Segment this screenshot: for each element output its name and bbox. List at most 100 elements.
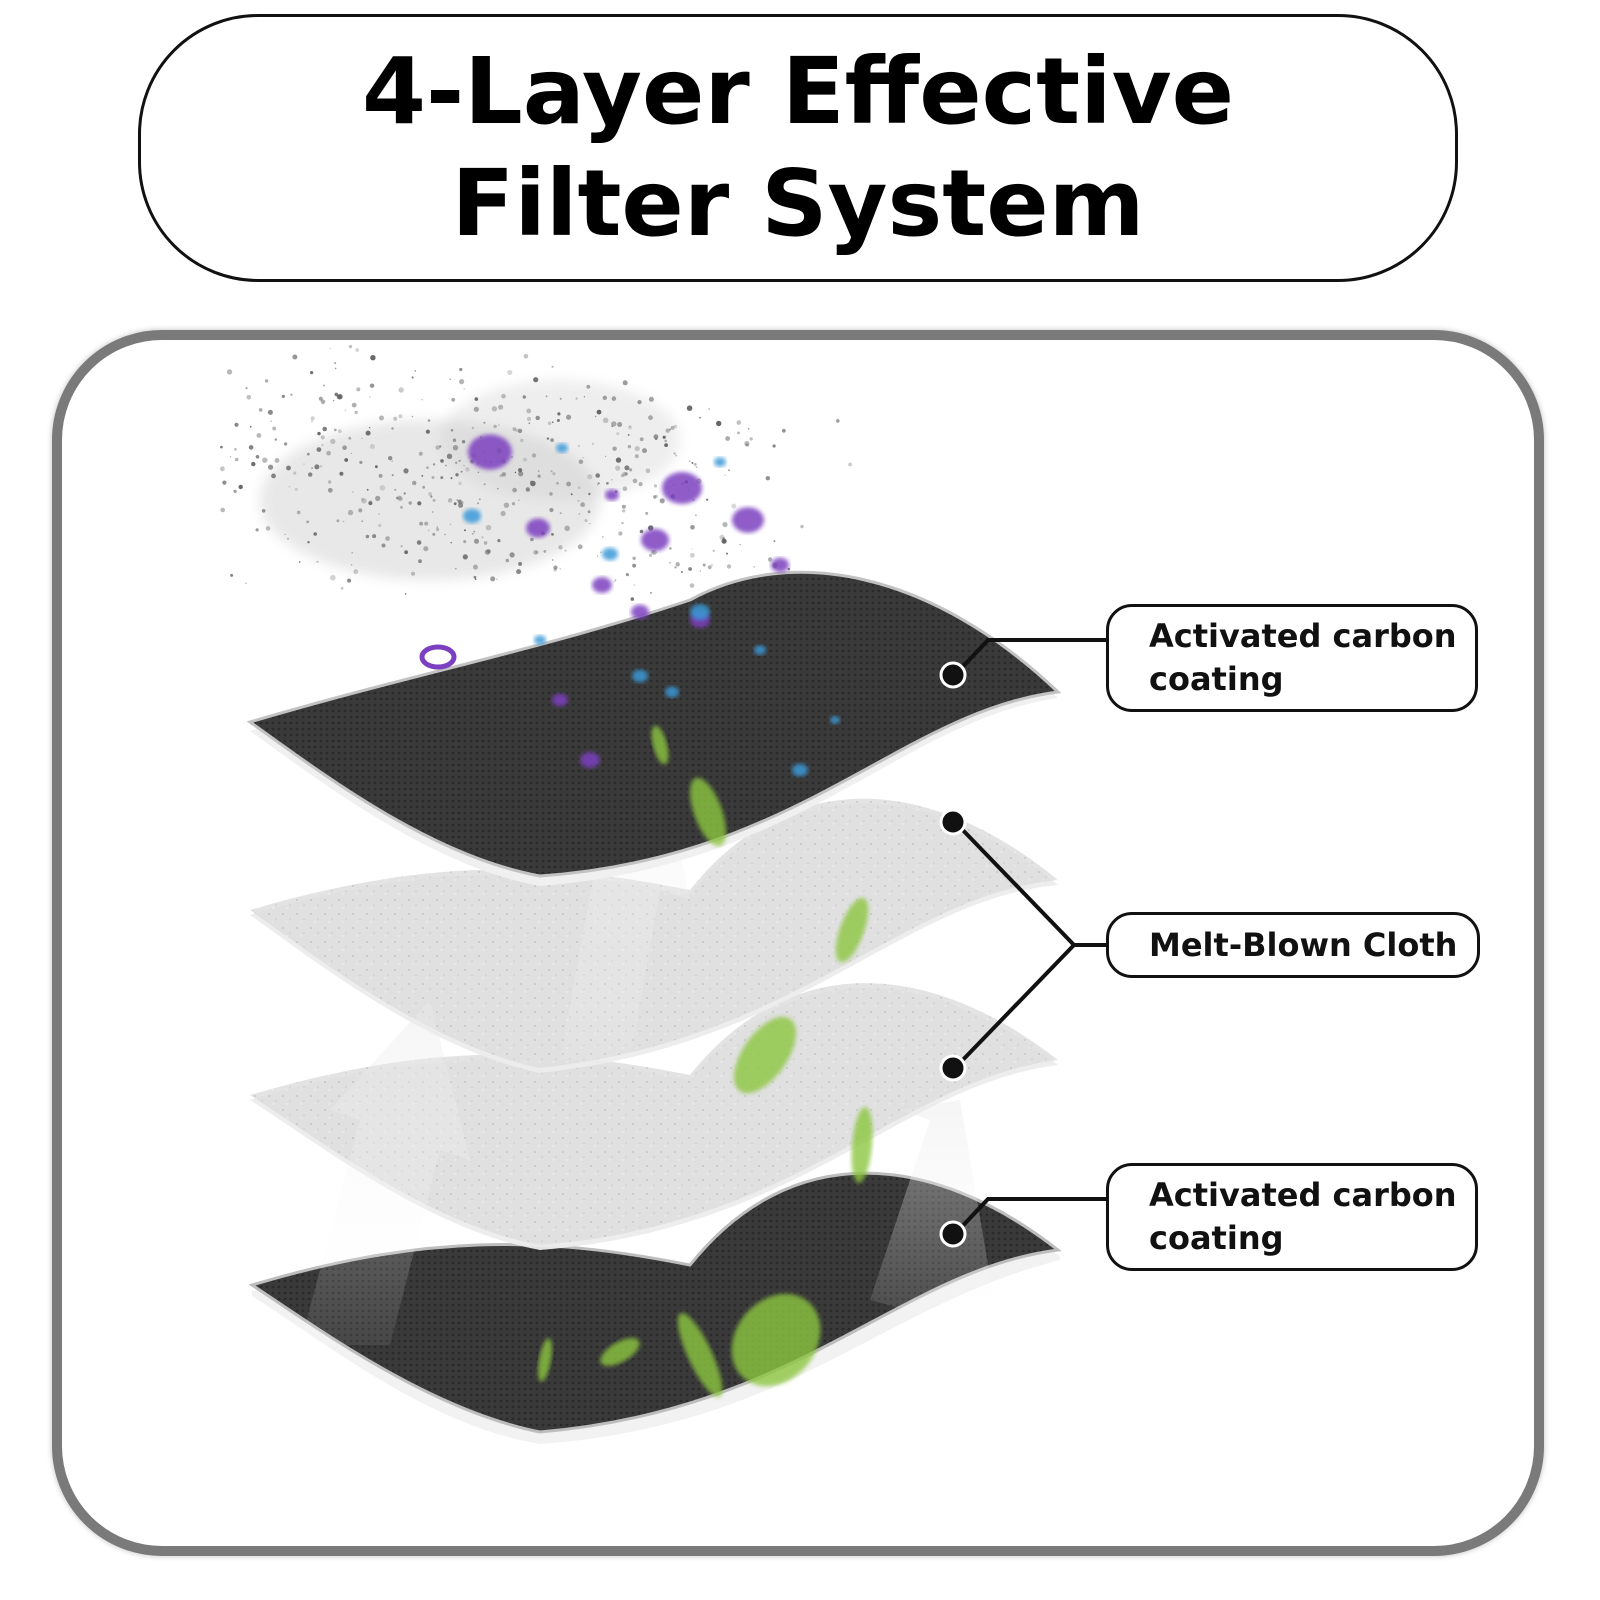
dust-dot	[551, 559, 554, 561]
dust-dot	[753, 566, 756, 568]
dust-dot	[501, 393, 506, 399]
dust-dot	[578, 459, 584, 465]
dust-dot	[347, 578, 352, 583]
dust-dot	[530, 537, 534, 542]
dust-dot	[422, 485, 426, 489]
dust-dot	[518, 468, 523, 473]
pollutant-particle	[632, 669, 648, 683]
dust-dot	[688, 567, 692, 571]
dust-dot	[339, 471, 344, 476]
dust-dot	[457, 499, 462, 504]
dust-dot	[596, 409, 602, 415]
dust-dot	[650, 592, 652, 594]
dust-dot	[597, 482, 600, 485]
dust-dot	[653, 495, 657, 499]
dust-dot	[393, 416, 398, 421]
dust-dot	[535, 550, 539, 554]
dust-dot	[220, 507, 225, 513]
dust-dot	[664, 443, 668, 447]
dust-dot	[356, 387, 361, 392]
dust-dot	[270, 420, 272, 422]
dust-dot	[481, 536, 484, 539]
dust-dot	[744, 440, 750, 447]
label-text-middle: Melt-Blown Cloth	[1149, 925, 1458, 964]
dust-dot	[450, 477, 453, 480]
dust-dot	[316, 447, 322, 452]
dust-dot	[447, 498, 453, 503]
dust-dot	[669, 428, 672, 431]
dust-dot	[549, 507, 554, 513]
dust-dot	[693, 463, 697, 466]
dust-dot	[710, 563, 713, 567]
dust-dot	[486, 549, 491, 554]
leaf	[689, 777, 727, 847]
pollutant-particle	[602, 547, 618, 561]
dust-dot	[537, 474, 541, 478]
dust-dot	[317, 431, 321, 436]
pollutant-particle	[830, 716, 840, 724]
dust-dot	[229, 456, 232, 458]
dust-dot	[632, 556, 636, 560]
pollutant-particle	[592, 577, 612, 593]
dust-dot	[578, 513, 581, 515]
dust-dot	[350, 452, 352, 455]
dust-dot	[606, 481, 609, 485]
dust-dot	[556, 481, 559, 485]
dust-dot	[648, 553, 653, 558]
dust-dot	[724, 474, 726, 476]
dust-dot	[602, 395, 607, 400]
dust-dot	[327, 480, 332, 484]
dust-dot	[566, 414, 572, 420]
dust-dot	[691, 462, 694, 464]
dust-dot	[369, 396, 371, 398]
dust-dot	[611, 479, 613, 481]
dust-dot	[632, 478, 638, 484]
dust-dot	[605, 455, 607, 457]
dust-dot	[639, 437, 644, 442]
dust-dot	[460, 470, 463, 473]
dust-dot	[556, 419, 560, 422]
dust-dot	[314, 464, 320, 470]
dust-dot	[800, 524, 804, 529]
dust-dot	[446, 453, 453, 459]
dust-dot	[431, 476, 435, 479]
dust-dot	[369, 444, 375, 449]
dust-dot	[638, 482, 643, 487]
dust-dot	[417, 501, 422, 506]
dust-dot	[445, 464, 447, 467]
dust-dot	[669, 561, 671, 564]
dust-dot	[474, 578, 477, 580]
dust-dot	[575, 397, 578, 400]
dust-dot	[719, 534, 725, 541]
dust-dot	[354, 410, 358, 415]
anchor-dot-bottom	[939, 1220, 967, 1248]
dust-dot	[642, 448, 647, 454]
dust-dot	[428, 492, 433, 496]
dust-dot	[517, 428, 523, 434]
dust-dot	[264, 379, 269, 383]
dust-dot	[745, 443, 749, 447]
dust-dot	[675, 562, 680, 567]
dust-dot	[518, 471, 524, 477]
dust-dot	[614, 579, 617, 582]
dust-dot	[621, 504, 626, 509]
dust-dot	[340, 586, 344, 590]
dust-dot	[689, 552, 695, 558]
pollutant-particle	[714, 457, 726, 467]
dust-dot	[765, 476, 770, 481]
dust-dot	[426, 466, 429, 469]
dust-dot	[290, 393, 293, 396]
layer-meltblown-upper	[250, 798, 1058, 1073]
pollutant-particle	[641, 528, 669, 552]
dust-dot	[477, 471, 480, 474]
dust-dot	[251, 461, 256, 467]
dust-dot	[222, 480, 227, 485]
dust-dot	[594, 415, 597, 418]
dust-dot	[425, 429, 430, 434]
dust-dot	[587, 510, 591, 514]
dust-dot	[588, 492, 591, 496]
dust-dot	[716, 420, 722, 427]
dust-dot	[258, 408, 263, 412]
dust-dot	[680, 571, 683, 573]
dust-dot	[559, 397, 562, 400]
